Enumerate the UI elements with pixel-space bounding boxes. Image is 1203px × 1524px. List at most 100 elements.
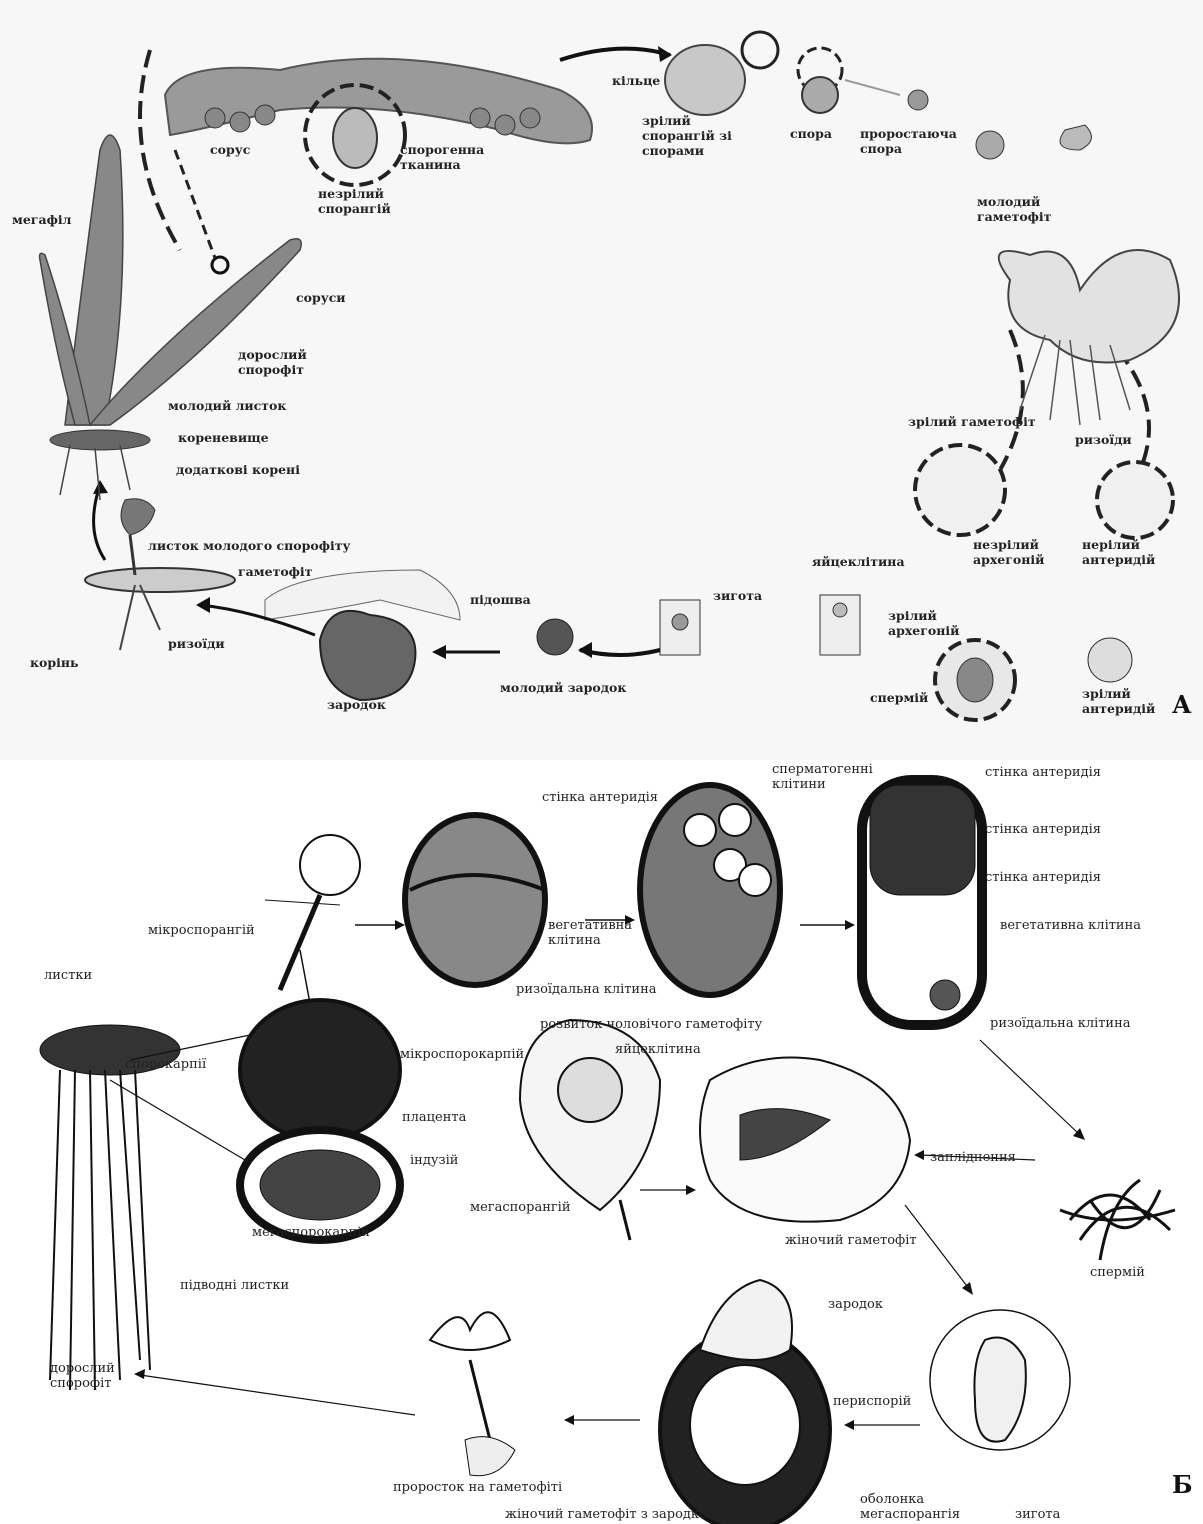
arrow-b1-head — [395, 920, 405, 930]
label-antheridium-wall-1: стінка антеридія — [542, 790, 658, 805]
immature-antheridium-zoom — [1097, 462, 1173, 538]
label-female-gametophyte-with-embryo: жіночий гаметофіт з зародком — [505, 1507, 717, 1522]
label-rhizoidal-cell-2: ризоїдальна клітина — [990, 1016, 1131, 1031]
arrow-top — [560, 49, 670, 60]
seedling-leaves — [430, 1312, 510, 1350]
arrow-zygote-to-embryo-head — [578, 642, 592, 658]
label-spore: спора — [790, 126, 832, 141]
label-adventitious-roots: додаткові корені — [176, 462, 300, 477]
label-immature-sporangium: незрілий спорангій — [318, 186, 391, 216]
seedling-gametophyte — [465, 1437, 515, 1476]
label-young-sporophyte-leaf: листок молодого спорофіту — [148, 538, 350, 553]
label-sporocarps: спорокарпії — [125, 1057, 206, 1072]
label-embryo-b: зародок — [828, 1297, 883, 1312]
arrow-megasporangium-head — [686, 1185, 696, 1195]
panel-b-letter: Б — [1172, 1470, 1193, 1499]
egg-cell — [833, 603, 847, 617]
label-megasporangium: мегаспорангій — [470, 1200, 571, 1215]
embryo-b — [700, 1280, 792, 1360]
dashed-sorus-link — [175, 150, 215, 258]
arrow-to-young-sporophyte-head — [196, 597, 210, 613]
label-sporogenous-tissue: спорогенна тканина — [400, 142, 484, 172]
label-megasporocarp: мегаспорокарпій — [252, 1225, 370, 1240]
mature-gametophyte-heart — [999, 250, 1179, 363]
label-leaves: листки — [44, 968, 92, 983]
label-germinating-spore: проростаюча спора — [860, 126, 957, 156]
label-foot: підошва — [470, 592, 531, 607]
microspore-stage-1 — [405, 815, 545, 985]
label-rhizoids-left: ризоїди — [168, 636, 225, 651]
label-sperm-b: спермій — [1090, 1265, 1145, 1280]
adult-fern — [40, 135, 302, 425]
arrow-embryo-to-zarodok-head — [432, 645, 446, 659]
panel-a-fern-life-cycle: кільце зрілий спорангій зі спорами спора… — [0, 0, 1203, 760]
spore — [802, 77, 838, 113]
sperm-drawing — [1060, 1180, 1175, 1260]
label-adult-sporophyte-b: дорослий спорофіт — [50, 1361, 115, 1391]
cycle-dashed-path-left — [140, 50, 180, 250]
label-vegetative-cell-1: вегетативна клітина — [548, 918, 632, 948]
female-gametophyte — [700, 1058, 910, 1222]
arrow-b3-head — [845, 920, 855, 930]
label-sori: соруси — [296, 290, 346, 305]
label-young-leaf: молодий листок — [168, 398, 286, 413]
young-root — [120, 585, 160, 650]
label-megasporangium-wall: оболонка мегаспорангія — [860, 1492, 960, 1522]
label-zygote: зигота — [713, 588, 762, 603]
label-ring: кільце — [612, 73, 660, 88]
label-mature-antheridium: зрілий антеридій — [1082, 686, 1155, 716]
leader-mikrosporanhii — [265, 900, 340, 905]
sporocarp-pointer-2 — [110, 1080, 245, 1160]
arrow-to-adult-sporophyte-head — [93, 480, 108, 494]
label-antheridium-wall-3: стінка антеридія — [985, 822, 1101, 837]
embryo-on-gametophyte — [320, 611, 415, 700]
arrow-zygote-to-embryo-b-head — [844, 1420, 854, 1430]
label-mature-sporangium: зрілий спорангій зі спорами — [642, 113, 732, 158]
arrow-fertilization-head — [914, 1150, 924, 1160]
microsporangium-stalk — [280, 895, 320, 990]
label-megaphyll: мегафіл — [12, 212, 71, 227]
label-immature-antheridium: нерілий антеридій — [1082, 537, 1155, 567]
immature-archegonium-zoom — [915, 445, 1005, 535]
label-mature-gametophyte: зрілий гаметофіт — [908, 414, 1036, 429]
label-adult-sporophyte: дорослий спорофіт — [238, 347, 307, 377]
megasporangium-stalk — [620, 1200, 630, 1240]
mature-antheridium — [1088, 638, 1132, 682]
label-sorus: сорус — [210, 142, 250, 157]
young-sporophyte-leaf — [121, 499, 155, 535]
label-immature-archegonium: незрілий архегоній — [973, 537, 1044, 567]
label-egg-cell: яйцеклітина — [812, 554, 905, 569]
label-seedling: проросток на гаметофіті — [393, 1480, 562, 1495]
label-vegetative-cell-2: вегетативна клітина — [1000, 918, 1141, 933]
label-sperm: спермій — [870, 690, 928, 705]
seedling-stem — [470, 1360, 490, 1440]
arrow-to-zygote-head — [962, 1282, 973, 1295]
zygote-cell — [672, 614, 688, 630]
young-gametophyte-2 — [1060, 125, 1091, 150]
label-perispore: периспорій — [833, 1394, 911, 1409]
label-young-embryo: молодий зародок — [500, 680, 626, 695]
rhizoidal-cell-dot — [930, 980, 960, 1010]
young-embryo — [537, 619, 573, 655]
label-female-gametophyte: жіночий гаметофіт — [785, 1233, 917, 1248]
label-antheridium-wall-4: стінка антеридія — [985, 870, 1101, 885]
label-zygote-b: зигота — [1015, 1507, 1060, 1522]
label-root: корінь — [30, 655, 79, 670]
antheridium-top — [870, 785, 975, 895]
mature-sporangium — [665, 45, 745, 115]
frond-segment — [165, 59, 592, 144]
label-mature-archegonium: зрілий архегоній — [888, 608, 959, 638]
panel-a-letter: А — [1172, 690, 1192, 719]
immature-sporangium — [333, 108, 377, 168]
rhizome — [50, 430, 150, 450]
label-antheridium-wall-2: стінка антеридія — [985, 765, 1101, 780]
panel-b-marsilea-life-cycle: стінка антеридія сперматогенні клітини с… — [0, 760, 1203, 1524]
label-indusium: індузій — [410, 1153, 458, 1168]
arrow-to-sperm — [980, 1040, 1080, 1135]
submerged-leaves — [50, 1070, 150, 1390]
label-rhizoidal-cell-1: ризоїдальна клітина — [516, 982, 657, 997]
label-embryo: зародок — [327, 697, 386, 712]
arrow-top-head — [658, 46, 672, 62]
sporangium-ring-zoom — [742, 32, 778, 68]
label-egg-cell-b: яйцеклітина — [615, 1042, 701, 1057]
